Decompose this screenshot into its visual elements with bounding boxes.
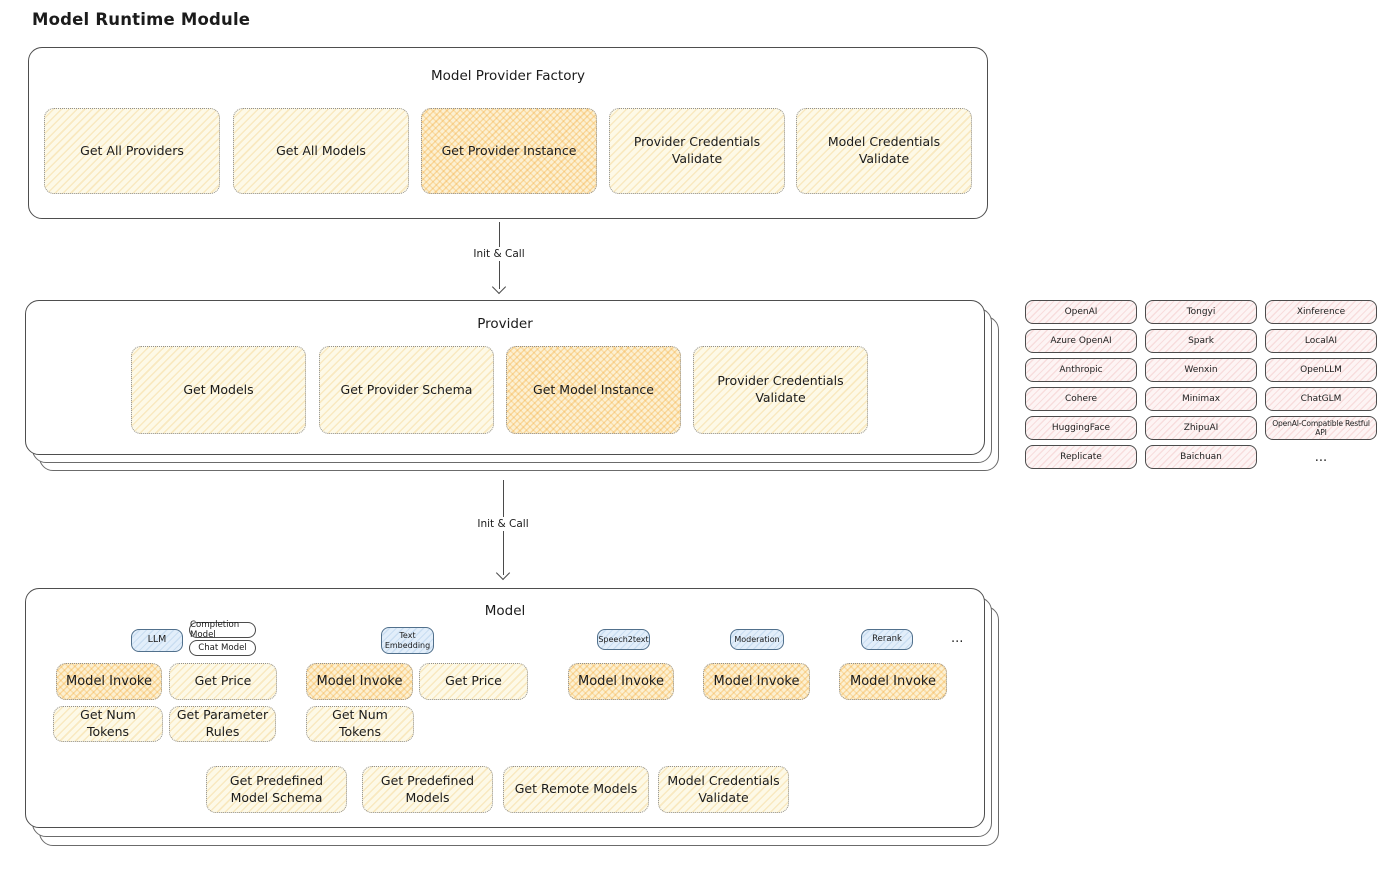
- provider-chip-xinference: Xinference: [1265, 300, 1377, 324]
- init-call-label: Init & Call: [472, 517, 534, 531]
- provider-get-models-box: Get Models: [131, 346, 306, 434]
- factory-get-provider-instance-box: Get Provider Instance: [421, 108, 597, 194]
- provider-chip-tongyi: Tongyi: [1145, 300, 1257, 324]
- llm-get-price-box: Get Price: [169, 663, 277, 700]
- provider-title: Provider: [477, 316, 533, 332]
- provider-credentials-validate-box: Provider Credentials Validate: [693, 346, 868, 434]
- get-predefined-models-box: Get Predefined Models: [362, 766, 493, 813]
- provider-to-model-arrow: Init & Call: [472, 480, 534, 581]
- providers-ellipsis: ...: [1314, 449, 1328, 465]
- text-embedding-get-price-box: Get Price: [419, 663, 528, 700]
- provider-chip-baichuan: Baichuan: [1145, 445, 1257, 469]
- model-type-text-embedding-tab: Text Embedding: [381, 627, 434, 654]
- supported-providers-grid: OpenAI Tongyi Xinference Azure OpenAI Sp…: [1025, 300, 1377, 469]
- llm-model-invoke-box: Model Invoke: [56, 663, 162, 700]
- provider-chip-openai-compatible: OpenAI-Compatible Restful API: [1265, 416, 1377, 440]
- arrow-down-icon: [495, 565, 511, 581]
- provider-chip-cohere: Cohere: [1025, 387, 1137, 411]
- provider-get-model-instance-box: Get Model Instance: [506, 346, 681, 434]
- provider-chip-openllm: OpenLLM: [1265, 358, 1377, 382]
- get-remote-models-box: Get Remote Models: [503, 766, 649, 813]
- provider-get-provider-schema-box: Get Provider Schema: [319, 346, 494, 434]
- provider-chip-replicate: Replicate: [1025, 445, 1137, 469]
- factory-provider-credentials-validate-box: Provider Credentials Validate: [609, 108, 785, 194]
- page-title: Model Runtime Module: [32, 10, 251, 29]
- model-panel: Model LLM Completion Model Chat Model Te…: [25, 588, 985, 828]
- provider-chip-spark: Spark: [1145, 329, 1257, 353]
- factory-to-provider-arrow: Init & Call: [468, 222, 530, 295]
- factory-model-credentials-validate-box: Model Credentials Validate: [796, 108, 972, 194]
- speech2text-model-invoke-box: Model Invoke: [568, 663, 674, 700]
- provider-chip-azure-openai: Azure OpenAI: [1025, 329, 1137, 353]
- model-provider-factory-panel: Model Provider Factory Get All Providers…: [28, 47, 988, 219]
- provider-chip-anthropic: Anthropic: [1025, 358, 1137, 382]
- provider-panel: Provider Get Models Get Provider Schema …: [25, 300, 985, 455]
- model-type-speech2text-tab: Speech2text: [597, 629, 650, 650]
- completion-model-tag: Completion Model: [189, 620, 256, 640]
- chat-model-tag: Chat Model: [189, 640, 256, 656]
- get-predefined-model-schema-box: Get Predefined Model Schema: [206, 766, 347, 813]
- provider-chip-chatglm: ChatGLM: [1265, 387, 1377, 411]
- model-type-moderation-tab: Moderation: [730, 629, 784, 650]
- model-provider-factory-title: Model Provider Factory: [430, 68, 585, 84]
- init-call-label: Init & Call: [468, 246, 530, 261]
- model-credentials-validate-box: Model Credentials Validate: [658, 766, 789, 813]
- llm-get-parameter-rules-box: Get Parameter Rules: [169, 706, 276, 742]
- model-type-rerank-tab: Rerank: [861, 629, 913, 650]
- arrow-down-icon: [491, 279, 507, 295]
- rerank-model-invoke-box: Model Invoke: [839, 663, 947, 700]
- provider-chip-minimax: Minimax: [1145, 387, 1257, 411]
- provider-chip-localai: LocalAI: [1265, 329, 1377, 353]
- provider-chip-wenxin: Wenxin: [1145, 358, 1257, 382]
- model-title: Model: [484, 603, 526, 619]
- factory-get-all-models-box: Get All Models: [233, 108, 409, 194]
- llm-get-num-tokens-box: Get Num Tokens: [53, 706, 163, 742]
- provider-chip-zhipuai: ZhipuAI: [1145, 416, 1257, 440]
- text-embedding-get-num-tokens-box: Get Num Tokens: [306, 706, 414, 742]
- model-types-ellipsis: ...: [951, 631, 964, 646]
- factory-get-all-providers-box: Get All Providers: [44, 108, 220, 194]
- provider-chip-huggingface: HuggingFace: [1025, 416, 1137, 440]
- provider-chip-openai: OpenAI: [1025, 300, 1137, 324]
- model-type-llm-tab: LLM: [131, 629, 183, 652]
- moderation-model-invoke-box: Model Invoke: [703, 663, 810, 700]
- text-embedding-model-invoke-box: Model Invoke: [306, 663, 413, 700]
